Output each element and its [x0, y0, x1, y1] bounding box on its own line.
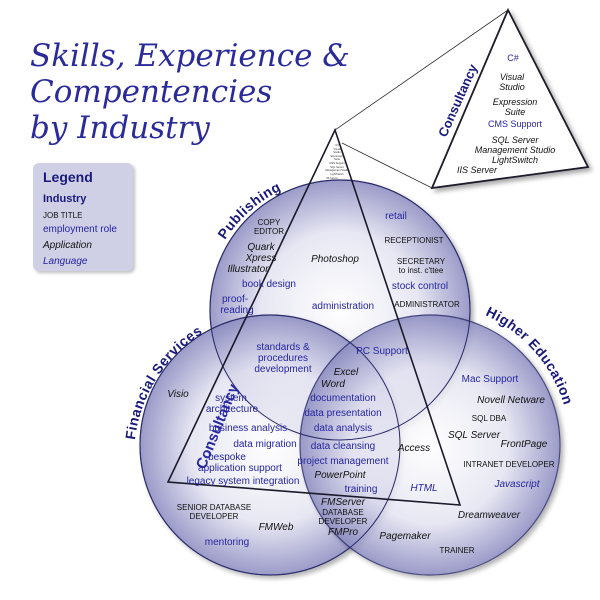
job-database-developer-1: DATABASE	[322, 508, 364, 517]
apex-iis: IIS Server	[326, 176, 338, 180]
app-visio: Visio	[167, 389, 189, 400]
role-project-management: project management	[297, 456, 388, 467]
role-standards-3: development	[254, 364, 311, 375]
zoom-expression-2: Suite	[505, 107, 526, 117]
app-fmserver: FMServer	[321, 497, 366, 508]
app-illustrator: Illustrator	[227, 264, 269, 275]
zoom-csharp: C#	[507, 53, 519, 63]
title-line-1: Skills, Experience &	[30, 38, 350, 74]
legend-industry: Industry	[43, 193, 87, 205]
lang-javascript: Javascript	[493, 479, 540, 490]
app-frontpage: FrontPage	[501, 439, 548, 450]
apex-visual-1: Visual	[333, 147, 340, 151]
zoom-iis-server: IIS Server	[457, 165, 498, 175]
role-data-migration: data migration	[233, 439, 296, 450]
job-database-developer-2: DEVELOPER	[319, 517, 368, 526]
job-administrator: ADMINISTRATOR	[394, 300, 460, 309]
app-powerpoint: PowerPoint	[314, 470, 366, 481]
role-bespoke-1: bespoke	[208, 452, 246, 463]
legend-box: Legend Industry JOB TITLE employment rol…	[33, 163, 133, 271]
role-stock-control: stock control	[392, 281, 448, 292]
diagram-title: Skills, Experience & Compentencies by In…	[30, 38, 350, 146]
zoom-expression-1: Expression	[493, 97, 538, 107]
financial-services-circle-outline	[139, 314, 401, 576]
app-dreamweaver: Dreamweaver	[458, 510, 521, 521]
role-proof-1: proof-	[222, 294, 248, 305]
app-access: Access	[397, 443, 430, 454]
consultancy-triangle	[166, 127, 462, 506]
zoom-line-bottom	[341, 142, 433, 189]
app-excel: Excel	[334, 367, 359, 378]
lang-html: HTML	[410, 483, 437, 494]
higher-education-circle	[299, 314, 561, 576]
app-quark-2: Xpress	[244, 253, 276, 264]
job-copy-editor-2: EDITOR	[254, 227, 284, 236]
role-mentoring: mentoring	[205, 537, 249, 548]
apex-csharp: C#	[335, 143, 339, 147]
role-documentation: documentation	[310, 393, 376, 404]
legend-language: Language	[43, 256, 88, 267]
zoom-visual-1: Visual	[500, 72, 525, 82]
job-trainer: TRAINER	[439, 546, 474, 555]
role-system-1: system	[215, 393, 247, 404]
app-quark-1: Quark	[247, 242, 275, 253]
job-sql-dba: SQL DBA	[472, 414, 507, 423]
job-secretary-1: SECRETARY	[397, 257, 446, 266]
zoom-lightswitch: LightSwitch	[492, 155, 538, 165]
publishing-circle-outline	[209, 179, 471, 441]
app-pagemaker: Pagemaker	[379, 531, 431, 542]
role-retail: retail	[385, 211, 407, 222]
role-standards-2: procedures	[258, 353, 308, 364]
role-administration: administration	[312, 301, 374, 312]
app-photoshop: Photoshop	[311, 254, 359, 265]
apex-cms: CMS Support	[329, 161, 345, 165]
zoom-cms-support: CMS Support	[488, 119, 543, 129]
apex-expression-1: Expression	[331, 154, 344, 158]
app-fmpro: FMPro	[328, 527, 358, 538]
job-secretary-2: to inst. c'ttee	[399, 266, 444, 275]
apex-visual-2: Studio	[333, 150, 341, 154]
role-data-cleansing: data cleansing	[311, 441, 376, 452]
app-word: Word	[321, 379, 345, 390]
role-mac-support: Mac Support	[462, 374, 519, 385]
consultancy-zoom-triangle	[430, 7, 590, 190]
legend-employment-role: employment role	[43, 224, 117, 235]
job-senior-db-developer-2: DEVELOPER	[190, 512, 239, 521]
role-bespoke-2: application support	[198, 463, 282, 474]
apex-sql-server-2: Management Studio	[325, 168, 349, 172]
role-training: training	[345, 484, 378, 495]
apex-lightswitch: LightSwitch	[330, 172, 344, 176]
job-receptionist: RECEPTIONIST	[384, 236, 443, 245]
role-legacy-integration: legacy system integration	[187, 476, 300, 487]
title-line-2: Compentencies	[30, 74, 273, 110]
job-senior-db-developer-1: SENIOR DATABASE	[177, 503, 251, 512]
job-intranet-developer: INTRANET DEVELOPER	[464, 460, 555, 469]
role-data-analysis: data analysis	[314, 423, 372, 434]
app-sql-server: SQL Server	[448, 430, 501, 441]
role-standards-1: standards &	[256, 342, 310, 353]
app-fmweb: FMWeb	[259, 522, 294, 533]
app-novell-netware: Novell Netware	[477, 395, 545, 406]
title-line-3: by Industry	[30, 110, 210, 146]
zoom-sql-server-1: SQL Server	[492, 135, 540, 145]
legend-job-title: JOB TITLE	[43, 211, 83, 220]
job-copy-editor-1: COPY	[258, 218, 281, 227]
role-book-design: book design	[242, 279, 296, 290]
role-system-2: architecture	[206, 404, 259, 415]
apex-sql-server-1: SQL Server	[330, 165, 344, 169]
role-data-presentation: data presentation	[304, 408, 381, 419]
role-pc-support: PC Support	[356, 346, 408, 357]
apex-expression-2: Suite	[334, 157, 340, 161]
role-proof-2: reading	[220, 305, 253, 316]
legend-application: Application	[43, 240, 92, 251]
role-business-analysis: business analysis	[209, 423, 287, 434]
legend-heading: Legend	[43, 169, 93, 185]
zoom-sql-server-2: Management Studio	[475, 145, 556, 155]
zoom-line-top	[334, 9, 509, 131]
zoom-visual-2: Studio	[499, 82, 525, 92]
